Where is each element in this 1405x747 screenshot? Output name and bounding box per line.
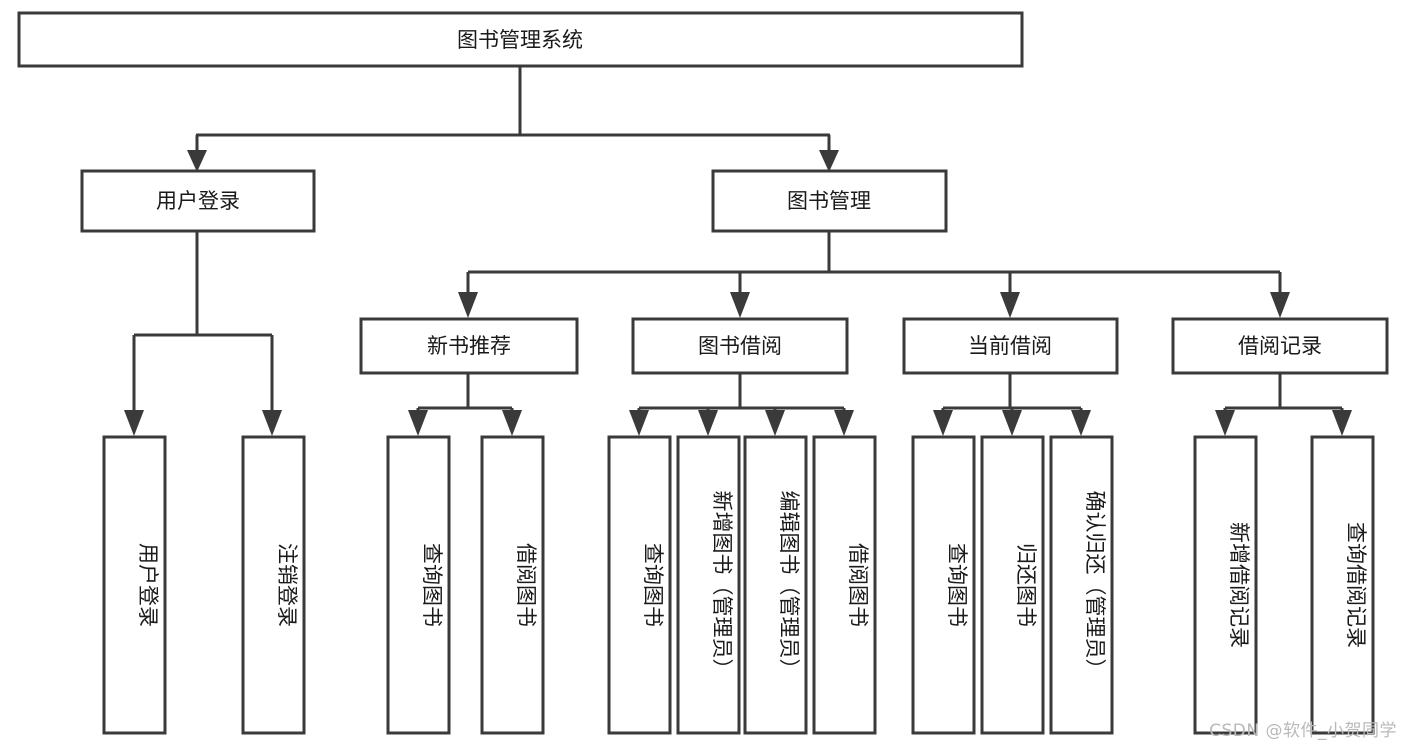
leaf-node-add-book-admin-box[interactable] [676,435,741,735]
node-borrow-records-box[interactable] [1171,317,1389,375]
edge-group-records-children [1215,374,1352,436]
node-book-management[interactable]: 图书管理 [711,169,948,233]
arrow-head-user-login [187,150,207,172]
leaf-node-query-book-borrow-box[interactable] [607,435,672,735]
leaf-node-user-login-action-box[interactable] [102,435,167,735]
leaf-node-return-book[interactable]: 归还图书 [980,435,1045,735]
leaf-node-user-login-action-label: 用户登录 [136,543,160,627]
leaf-node-query-borrow-record[interactable]: 查询借阅记录 [1310,435,1375,735]
node-book-management-label: 图书管理 [787,189,871,213]
arrow-head-c1 [933,410,953,436]
arrow-head-records [1270,292,1290,318]
arrow-head-b2 [698,410,718,436]
leaf-node-add-book-admin-label: 新增图书（管理员） [710,491,734,680]
edge-group-root-to-level2 [187,66,839,172]
leaf-node-query-book-newbook-box[interactable] [386,435,451,735]
arrow-head-b3 [765,410,785,436]
leaf-node-edit-book-admin-box[interactable] [743,435,808,735]
arrow-head-current [1000,292,1020,318]
leaf-node-query-book-newbook[interactable]: 查询图书 [386,435,451,735]
node-borrow-records[interactable]: 借阅记录 [1171,317,1389,375]
arrow-head-n1 [408,410,428,436]
edge-group-borrow-children [629,374,854,436]
edge-group-current-children [933,374,1091,436]
node-borrow-records-label: 借阅记录 [1238,334,1322,358]
leaf-node-edit-book-admin[interactable]: 编辑图书（管理员） [743,435,808,735]
leaf-node-query-book-current-box[interactable] [911,435,976,735]
node-user-login[interactable]: 用户登录 [80,169,316,233]
leaf-node-borrow-book-borrow-label: 借阅图书 [846,543,870,627]
leaf-node-confirm-return-admin-label: 确认归还（管理员） [1083,491,1107,680]
arrow-head-c2 [1002,410,1022,436]
node-root-system-box[interactable] [17,11,1024,68]
leaf-node-borrow-book-newbook[interactable]: 借阅图书 [480,435,545,735]
leaf-node-add-borrow-record-label: 新增借阅记录 [1227,522,1251,648]
leaf-node-add-borrow-record[interactable]: 新增借阅记录 [1193,435,1258,735]
csdn-watermark: CSDN @软件_小贺同学 [1209,721,1397,741]
leaf-node-query-book-borrow-label: 查询图书 [641,543,665,627]
leaf-node-edit-book-admin-label: 编辑图书（管理员） [777,491,801,680]
node-current-borrow-label: 当前借阅 [968,334,1052,358]
leaf-node-logout-label: 注销登录 [275,543,299,627]
leaf-node-borrow-book-borrow-box[interactable] [812,435,877,735]
arrow-head-leaf-u2 [262,410,282,436]
node-new-book-recommend-box[interactable] [359,317,579,375]
leaf-node-query-borrow-record-label: 查询借阅记录 [1344,522,1368,648]
arrow-head-c3 [1071,410,1091,436]
arrow-head-r1 [1215,410,1235,436]
node-current-borrow[interactable]: 当前借阅 [902,317,1119,375]
leaf-node-user-login-action[interactable]: 用户登录 [102,435,167,735]
leaf-node-add-book-admin[interactable]: 新增图书（管理员） [676,435,741,735]
node-current-borrow-box[interactable] [902,317,1119,375]
arrow-head-newbook [458,292,478,318]
node-new-book-recommend-label: 新书推荐 [427,334,511,358]
arrow-head-n2 [502,410,522,436]
leaf-node-query-borrow-record-box[interactable] [1310,435,1375,735]
leaf-node-add-borrow-record-box[interactable] [1193,435,1258,735]
leaf-node-borrow-book-newbook-label: 借阅图书 [514,543,538,627]
leaf-node-confirm-return-admin[interactable]: 确认归还（管理员） [1049,435,1114,735]
arrow-head-leaf-u1 [124,410,144,436]
node-book-borrow-box[interactable] [631,317,849,375]
edge-group-book-mgmt-children [458,232,1290,318]
leaf-node-return-book-label: 归还图书 [1014,543,1038,627]
node-user-login-box[interactable] [80,169,316,233]
leaf-node-return-book-box[interactable] [980,435,1045,735]
node-root-system[interactable]: 图书管理系统 [17,11,1024,68]
arrow-head-b4 [834,410,854,436]
node-book-borrow-label: 图书借阅 [698,334,782,358]
leaf-node-logout-box[interactable] [241,435,306,735]
leaf-node-borrow-book-newbook-box[interactable] [480,435,545,735]
edge-group-newbook-children [408,374,522,436]
leaf-node-query-book-newbook-label: 查询图书 [420,543,444,627]
arrow-head-book-mgmt [819,150,839,172]
arrow-head-b1 [629,410,649,436]
leaf-node-logout[interactable]: 注销登录 [241,435,306,735]
arrow-head-r2 [1332,410,1352,436]
arrow-head-borrow [730,292,750,318]
edge-group-user-login-children [124,232,282,436]
node-root-system-label: 图书管理系统 [457,28,583,52]
node-user-login-label: 用户登录 [156,189,240,213]
node-book-borrow[interactable]: 图书借阅 [631,317,849,375]
node-book-management-box[interactable] [711,169,948,233]
leaf-node-query-book-current-label: 查询图书 [945,543,969,627]
leaf-node-borrow-book-borrow[interactable]: 借阅图书 [812,435,877,735]
leaf-node-query-book-borrow[interactable]: 查询图书 [607,435,672,735]
node-new-book-recommend[interactable]: 新书推荐 [359,317,579,375]
leaf-node-query-book-current[interactable]: 查询图书 [911,435,976,735]
leaf-node-confirm-return-admin-box[interactable] [1049,435,1114,735]
